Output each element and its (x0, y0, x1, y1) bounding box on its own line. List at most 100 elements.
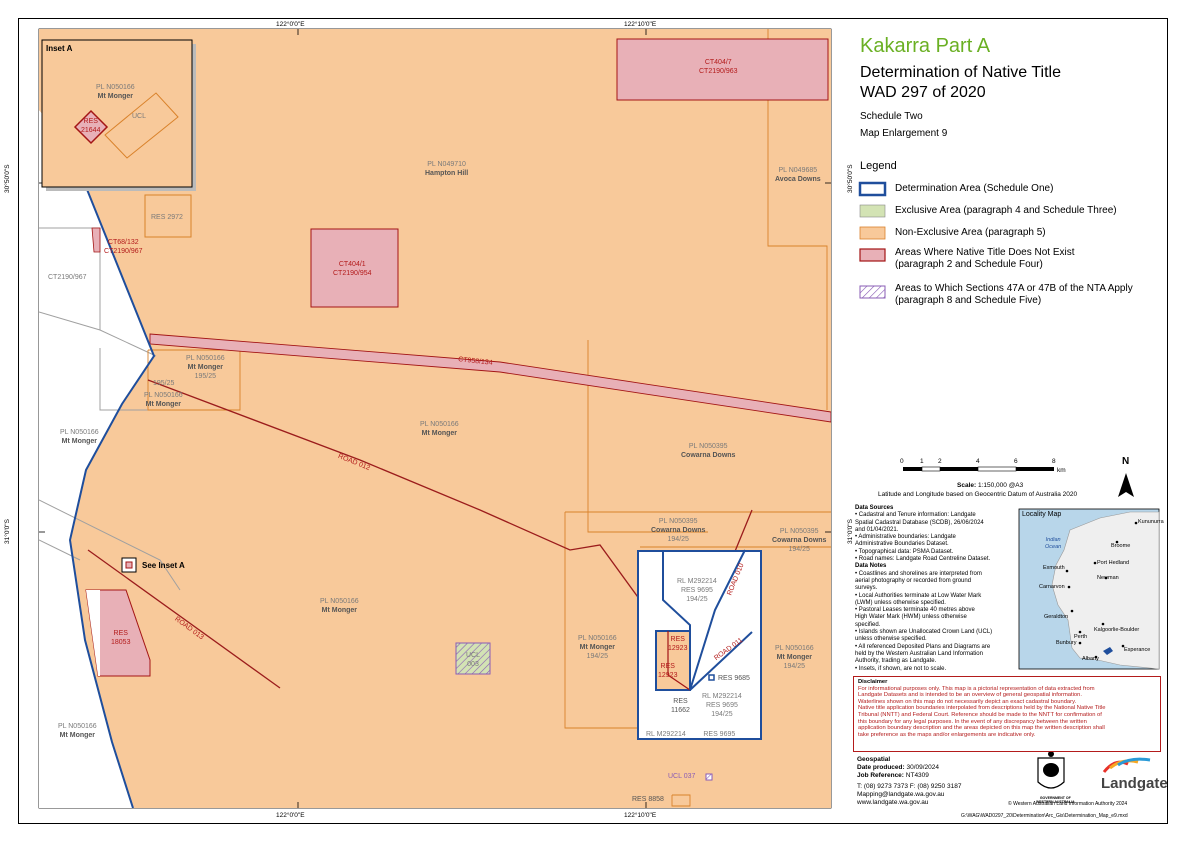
inset-ucl-parcel (104, 92, 179, 159)
res-18053-white (86, 590, 100, 676)
res-9685-marker (708, 674, 715, 681)
legend-item-section-47: Areas to Which Sections 47A or 47B of th… (895, 283, 1133, 306)
label-ct2190: CT2190/967 (48, 274, 87, 281)
scale-text: Scale: 1:150,000 @A3 (957, 482, 1024, 489)
gov-crest-icon (1037, 751, 1065, 789)
label-res-2972: RES 2972 (151, 214, 183, 221)
ct404-1-parcel (310, 228, 399, 308)
coord-bottom-right: 122°10'0"E (624, 812, 657, 819)
legend-item-exclusive: Exclusive Area (paragraph 4 and Schedule… (895, 205, 1117, 216)
locality-esperance: Esperance (1124, 647, 1151, 653)
coord-left-upper: 30°50'0"S (4, 164, 11, 193)
legend-swatch-section-47 (859, 285, 886, 299)
detail-road-c (689, 631, 753, 691)
ct68-parcel (91, 227, 101, 253)
coord-right-lower: 31°0'0"S (847, 519, 854, 544)
enlargement-label: Map Enlargement 9 (860, 128, 948, 139)
coord-top-left: 122°0'0"E (276, 21, 305, 28)
label-195-25: 195/25 (153, 380, 175, 387)
coord-right-upper: 30°50'0"S (847, 164, 854, 193)
scale-unit: km (1057, 467, 1066, 474)
locality-kununurra: Kununurra (1138, 519, 1164, 525)
locality-broome: Broome (1111, 543, 1131, 549)
ucl-037-marker (705, 773, 713, 781)
see-inset-label: See Inset A (142, 561, 185, 570)
ct404-7-parcel (616, 38, 829, 101)
label-res-8858: RES 8858 (632, 796, 664, 803)
locality-map (1018, 508, 1160, 670)
north-label: N (1122, 456, 1130, 467)
label-res-9685: RES 9685 (718, 675, 750, 682)
label-ucl-037: UCL 037 (668, 773, 696, 780)
inset-a-box (41, 39, 193, 188)
outside-area (39, 110, 154, 808)
map-title: Kakarra Part A (860, 35, 991, 57)
legend-swatch-no-native-title (859, 248, 886, 262)
landgate-wordmark: Landgate (1101, 775, 1168, 792)
locality-kalgoorlie: Kalgoorlie-Boulder (1094, 627, 1140, 633)
locality-bunbury: Bunbury (1056, 640, 1077, 646)
legend-swatch-determination (858, 181, 887, 197)
landgate-logo-icon (1102, 757, 1151, 773)
ucl-003-parcel (455, 642, 491, 675)
locality-carnarvon: Carnarvon (1039, 584, 1065, 590)
scale-tick-4: 4 (976, 458, 980, 465)
non-exclusive-area (39, 29, 831, 808)
map-frame (18, 18, 1168, 824)
title-line-2: WAD 297 of 2020 (860, 84, 986, 101)
inset-title: Inset A (46, 44, 73, 53)
scale-tick-8: 8 (1052, 458, 1056, 465)
copyright: © Western Australian Land Information Au… (1008, 801, 1128, 807)
locality-title: Locality Map (1022, 511, 1062, 518)
locality-albany: Albany (1082, 656, 1099, 662)
legend-swatch-exclusive (859, 204, 886, 218)
locality-newman: Newman (1097, 575, 1119, 581)
legend-item-non-exclusive: Non-Exclusive Area (paragraph 5) (895, 227, 1046, 238)
locality-exmouth: Exmouth (1043, 565, 1065, 571)
legend-item-determination: Determination Area (Schedule One) (895, 183, 1054, 194)
locality-perth: Perth (1074, 634, 1088, 640)
legend-swatch-non-exclusive (859, 226, 886, 240)
detail-road-a (662, 551, 691, 680)
locality-geraldton: Geraldton (1044, 614, 1069, 620)
res-2972-parcel (144, 194, 192, 238)
scale-tick-1: 1 (920, 458, 924, 465)
legend-item-no-native-title: Areas Where Native Title Does Not Exist(… (895, 247, 1075, 270)
pastoral-lines (147, 29, 831, 807)
locality-port-hedland: Port Hedland (1097, 560, 1130, 566)
coord-top-right: 122°10'0"E (624, 21, 657, 28)
res-18053-parcel (85, 589, 151, 677)
inset-ucl-label: UCL (132, 113, 147, 120)
footer-info: Geospatial Date produced: 30/09/2024 Job… (857, 756, 962, 806)
title-line-1: Determination of Native Title (860, 64, 1061, 81)
north-arrow-icon (1118, 473, 1134, 497)
inset-res-parcel (73, 109, 109, 145)
